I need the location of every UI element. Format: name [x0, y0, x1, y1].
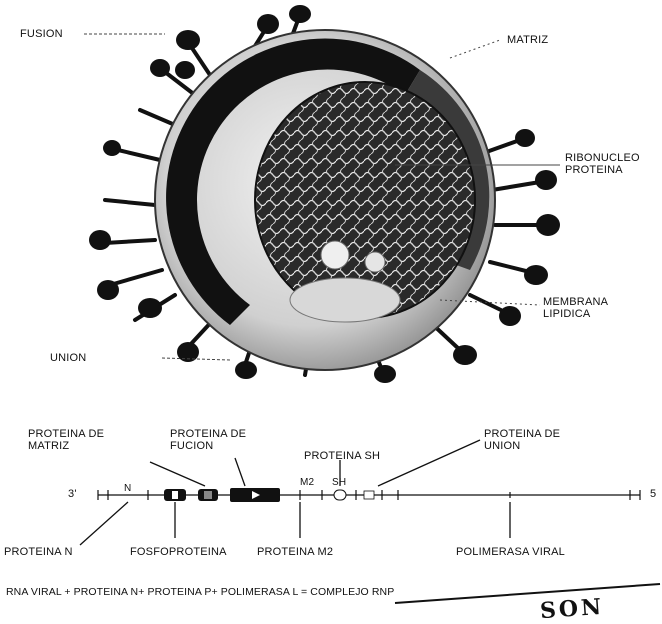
stamp-text: SON	[539, 594, 605, 624]
